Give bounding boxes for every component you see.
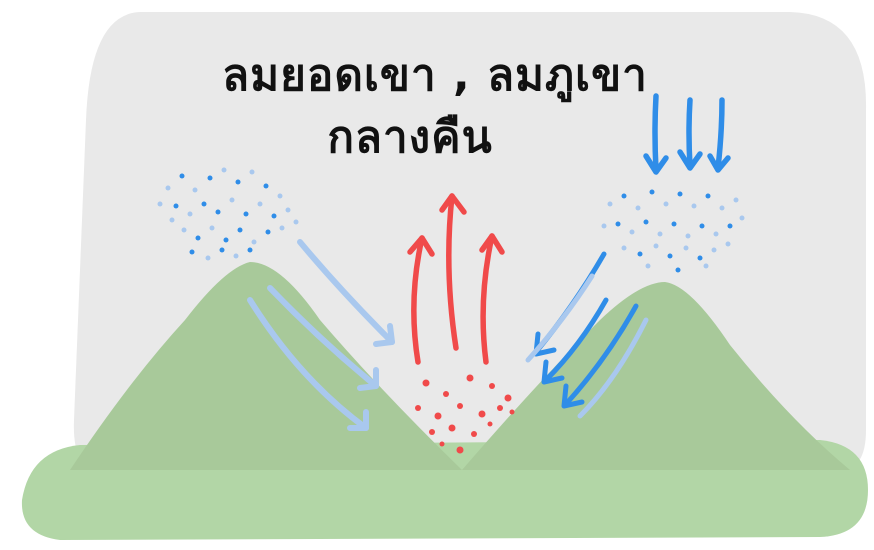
left-slope-cold-air-arrows [247,239,395,431]
right-cold-air-cloud [601,189,745,273]
right-mountain [462,282,850,470]
down-arrow-icon [715,97,725,171]
down-arrow-icon [686,97,693,169]
warm-air-rising-arrows [407,193,505,365]
down-arrow-icon [652,93,659,173]
title-line-1: ลมยอดเขา , ลมภูเขา [222,50,648,102]
descending-cold-air-arrows [643,93,731,175]
left-cold-air-cloud [157,167,299,261]
title-line-2: กลางคืน [327,112,492,163]
up-arrow-icon [446,193,459,351]
valley-warm-air-dots [415,374,515,454]
up-arrow-icon [480,233,495,365]
up-arrow-icon [411,235,425,365]
right-slope-faded-flow [525,273,649,419]
